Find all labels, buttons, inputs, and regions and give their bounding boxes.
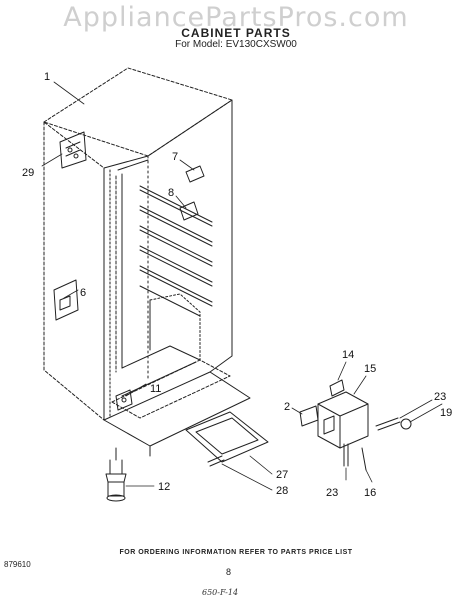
callout-15: 15: [364, 363, 376, 375]
callout-1: 1: [44, 71, 50, 83]
knob-19-icon: [400, 418, 412, 430]
bottom-rail-icon: [185, 411, 269, 463]
control-box-icon: [317, 391, 369, 449]
callout-11: 11: [150, 383, 161, 395]
callout-7: 7: [172, 151, 178, 163]
callout-28: 28: [276, 485, 288, 497]
callout-23b: 23: [326, 487, 338, 499]
cabinet-top-outline: [43, 67, 233, 157]
leveling-leg-icon: [105, 473, 127, 483]
handwritten-note: 650-F-14: [202, 588, 239, 597]
model-subtitle: For Model: EV130CXSW00: [175, 39, 297, 50]
watermark: AppliancePartsPros.com: [63, 2, 409, 33]
shelf-rib-6: [139, 285, 201, 317]
shelf-rib-5: [139, 265, 213, 303]
ordering-instruction: FOR ORDERING INFORMATION REFER TO PARTS …: [119, 549, 353, 556]
callout-6: 6: [80, 287, 86, 299]
callout-14: 14: [342, 349, 354, 361]
callout-12: 12: [158, 481, 170, 493]
callout-8: 8: [168, 187, 174, 199]
cabinet-back-panel: [147, 99, 233, 373]
figure-id: 879610: [4, 560, 31, 569]
cabinet-left-panel: [43, 121, 105, 421]
shelf-rib-1: [139, 185, 213, 223]
page-number: 8: [226, 567, 232, 577]
shelf-rib-3: [139, 225, 213, 263]
callout-29: 29: [22, 167, 34, 179]
callout-16: 16: [364, 487, 376, 499]
clip-14-icon: [329, 379, 345, 397]
switch-2-icon: [299, 405, 319, 427]
top-hinge-icon: [59, 131, 87, 169]
callout-19: 19: [440, 407, 452, 419]
callout-27: 27: [276, 469, 288, 481]
callout-23a: 23: [434, 391, 446, 403]
wire-16-icon: [361, 447, 367, 471]
cabinet-bottom-pan: [103, 371, 251, 447]
page-title: CABINET PARTS: [181, 26, 291, 40]
lower-bracket-icon: [53, 279, 79, 321]
screw-23-bottom-icon: [343, 443, 349, 467]
screw-28-icon: [207, 455, 225, 467]
shelf-clip-8-icon: [179, 201, 199, 221]
front-bracket-11-icon: [115, 389, 133, 411]
screw-23-right-icon: [375, 417, 401, 431]
shelf-rib-2: [139, 205, 213, 243]
shelf-rib-4: [139, 245, 213, 283]
callout-2: 2: [284, 401, 290, 413]
shelf-clip-7-icon: [185, 165, 205, 183]
